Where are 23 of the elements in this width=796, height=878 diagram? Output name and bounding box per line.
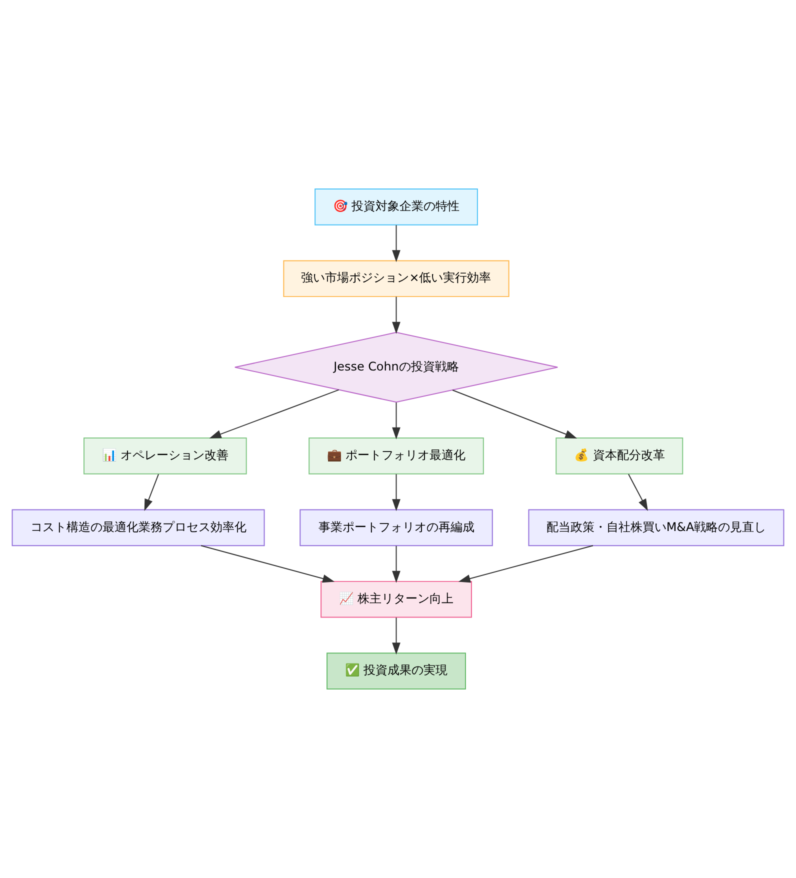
arrow: [392, 296, 400, 334]
arrow: [392, 617, 400, 655]
arrow: [144, 474, 160, 512]
node-box: 📈 株主リターン向上: [320, 580, 472, 618]
node-box: 📊 オペレーション改善: [83, 438, 247, 474]
arrow: [392, 545, 400, 583]
arrow: [392, 224, 400, 262]
arrow: [200, 545, 335, 583]
node-box: 配当政策・自社株買いM&A戦略の見直し: [528, 509, 784, 546]
node-box: 強い市場ポジション×低い実行効率: [283, 260, 510, 298]
node-box: 🎯 投資対象企業の特性: [314, 188, 478, 226]
node-box: ✅ 投資成果の実現: [326, 652, 466, 690]
node-box: 💼 ポートフォリオ最適化: [308, 438, 484, 474]
arrow: [392, 402, 400, 440]
arrow: [628, 474, 648, 511]
arrow: [458, 545, 594, 583]
node-box: コスト構造の最適化業務プロセス効率化: [12, 509, 265, 546]
arrow: [392, 474, 400, 512]
node-box: 💰 資本配分改革: [556, 438, 684, 474]
node-box: 事業ポートフォリオの再編成: [300, 509, 493, 546]
arrow: [452, 390, 578, 439]
node-diamond: Jesse Cohnの投資戦略: [234, 332, 558, 403]
arrow: [209, 389, 340, 438]
